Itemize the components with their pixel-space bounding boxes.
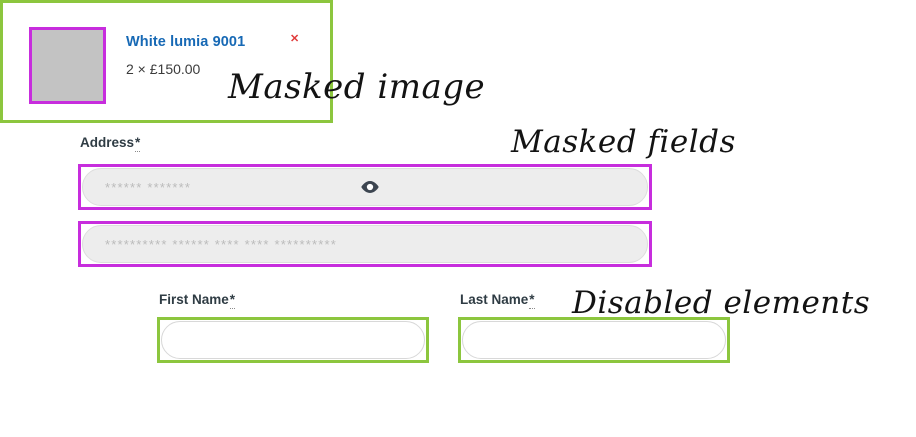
cart-panel: White lumia 9001 2 × £150.00 ✕ [0, 0, 333, 123]
address-masked-value: ****** ******* [105, 179, 192, 195]
address-line-2-masked-value: ********** ****** **** **** ********** [105, 236, 338, 252]
cart-line-item: White lumia 9001 2 × £150.00 ✕ [31, 29, 299, 102]
remove-item-button[interactable]: ✕ [290, 33, 300, 45]
first-name-label-text: First Name [159, 292, 229, 307]
first-name-label: First Name* [159, 292, 236, 309]
cart-divider [31, 122, 301, 123]
annotation-masked-fields: Masked fields [511, 124, 736, 160]
eye-icon[interactable] [360, 177, 380, 197]
annotation-masked-image: Masked image [228, 67, 486, 107]
address-label-text: Address [80, 135, 135, 150]
address-required-marker: * [135, 135, 141, 152]
annotation-disabled-elements: Disabled elements [572, 285, 871, 321]
product-info: White lumia 9001 2 × £150.00 ✕ [126, 29, 299, 77]
first-name-required-marker: * [229, 292, 236, 309]
address-line-2-input-masked[interactable]: ********** ****** **** **** ********** [82, 225, 648, 263]
last-name-input[interactable] [462, 321, 726, 359]
last-name-label-text: Last Name [460, 292, 529, 307]
address-label: Address* [80, 135, 141, 152]
last-name-label: Last Name* [460, 292, 535, 309]
address-input-masked[interactable]: ****** ******* [82, 168, 648, 206]
first-name-input[interactable] [161, 321, 425, 359]
last-name-required-marker: * [529, 292, 535, 309]
product-title-link[interactable]: White lumia 9001 [126, 34, 246, 50]
product-quantity-price: 2 × £150.00 [126, 60, 201, 77]
masked-product-image [31, 29, 104, 102]
